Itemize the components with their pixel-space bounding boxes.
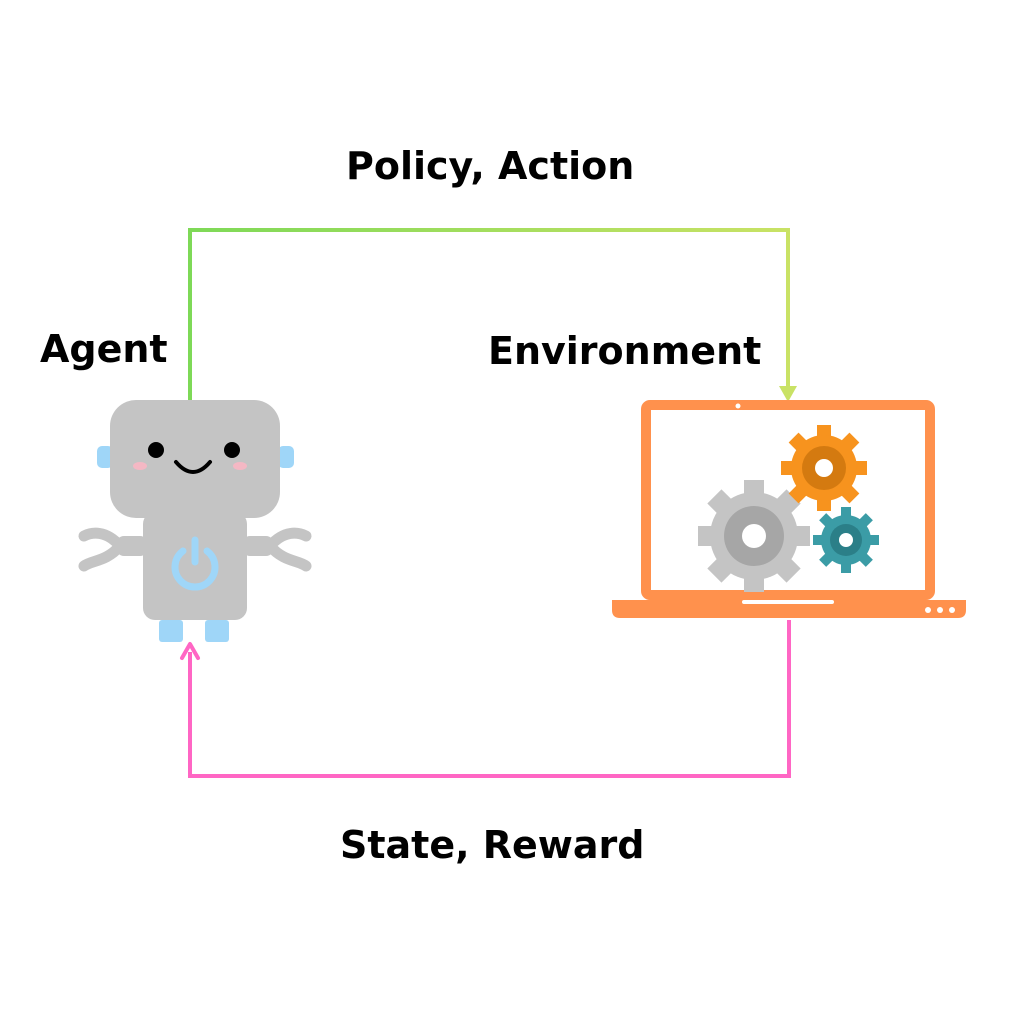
laptop-gears-icon [612, 400, 966, 618]
state-reward-arrow [180, 620, 791, 778]
environment-label: Environment [488, 329, 762, 373]
robot-icon [78, 400, 312, 642]
policy-action-label: Policy, Action [346, 144, 635, 188]
gear-icon [781, 425, 867, 511]
agent-label: Agent [40, 327, 168, 371]
gear-icon [813, 507, 879, 573]
gear-icon [698, 480, 810, 592]
policy-action-arrow [188, 228, 797, 412]
state-reward-label: State, Reward [340, 823, 645, 867]
